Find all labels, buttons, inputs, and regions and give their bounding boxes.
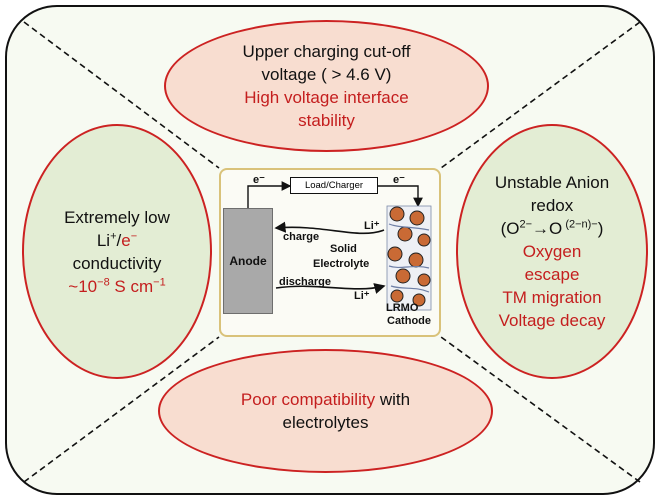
right-line-6: TM migration (502, 288, 602, 307)
left-line-1: Extremely low (64, 207, 170, 227)
right-line-7: Voltage decay (498, 311, 606, 330)
load-charger-box: Load/Charger (290, 177, 378, 194)
electron-right-label: e⁻ (393, 174, 405, 186)
solid-label: Solid (330, 243, 357, 255)
high-voltage-oval: Upper charging cut-off voltage ( > 4.6 V… (164, 20, 489, 152)
li-top-label: Li⁺ (364, 220, 380, 232)
discharge-label: discharge (279, 276, 331, 288)
left-line-2: Li+/e− (96, 229, 138, 250)
right-line-1: Unstable Anion (494, 173, 610, 192)
cathode-label: Cathode (387, 315, 431, 327)
anode-block: Anode (223, 208, 273, 314)
anion-redox-oval: Unstable Anion redox (O2−→O (2−n)−) Oxyg… (456, 124, 648, 379)
top-line-2: voltage ( > 4.6 V) (261, 65, 392, 84)
charge-label: charge (283, 231, 320, 243)
cell-schematic (247, 181, 432, 311)
electron-left-label: e⁻ (253, 174, 265, 186)
conductivity-oval: Extremely low Li+/e− conductivity ~10−8 … (22, 124, 212, 379)
right-line-5: escape (524, 265, 580, 284)
lrmo-label: LRMO (386, 302, 419, 314)
right-line-2: redox (530, 196, 574, 215)
cathode-particles (386, 205, 432, 311)
electrolyte-label: Electrolyte (313, 258, 370, 270)
anode-label: Anode (229, 254, 267, 268)
bottom-line-2: electrolytes (282, 413, 369, 432)
left-line-3: conductivity (72, 253, 162, 273)
top-line-3: High voltage interface (244, 88, 409, 107)
right-line-4: Oxygen (522, 242, 582, 261)
bottom-line-1: Poor compatibility with (240, 390, 411, 409)
top-line-1: Upper charging cut-off (242, 42, 411, 61)
li-bottom-label: Li⁺ (354, 290, 370, 302)
left-line-4: ~10−8 S cm−1 (68, 275, 166, 296)
top-line-4: stability (298, 111, 355, 130)
compatibility-oval: Poor compatibility with electrolytes (158, 349, 493, 473)
right-line-3: (O2−→O (2−n)−) (500, 218, 604, 238)
